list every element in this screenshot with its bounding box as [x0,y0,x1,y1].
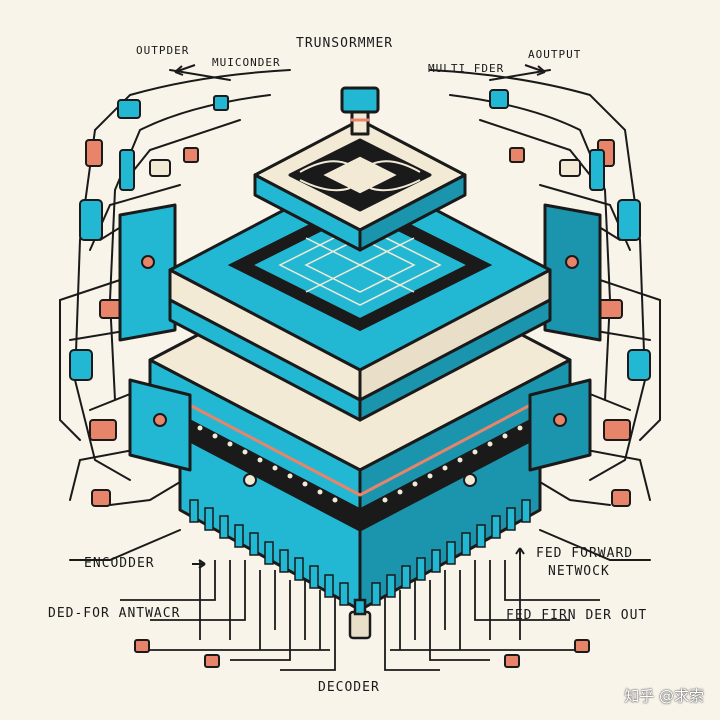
bottom-wires [120,560,600,671]
side-block-bolts [141,255,579,487]
title-label: TRUNSORMMER [296,36,394,51]
top-connector [340,86,380,136]
bottom-nodes [134,639,590,668]
netwock-label: NETWOCK [548,564,610,579]
bottom-plug [348,598,372,640]
ded-for-label: DED-FOR ANTWACR [48,606,181,621]
fed-forward-label: FED FORWARD [536,546,634,561]
fed-firn-label: FED FIRN DER OUT [506,608,648,623]
upper-chip [253,118,467,252]
watermark: 知乎 @求索 [624,687,704,705]
encodder-label: ENCODDER [84,556,155,571]
decoder-label: DECODER [318,680,380,695]
side-modules [69,89,651,507]
label-arrows [174,64,546,569]
upper-chip-arcs [299,160,421,192]
outpder-label: OUTPDER [136,44,190,57]
aoutput-label: AOUTPUT [528,48,582,61]
muiconder-label: MUICONDER [212,56,281,69]
stack-coral-stripe [164,390,556,497]
stack-lower-teeth [189,499,531,606]
multi-fder-label: MULTI FDER [428,62,505,75]
